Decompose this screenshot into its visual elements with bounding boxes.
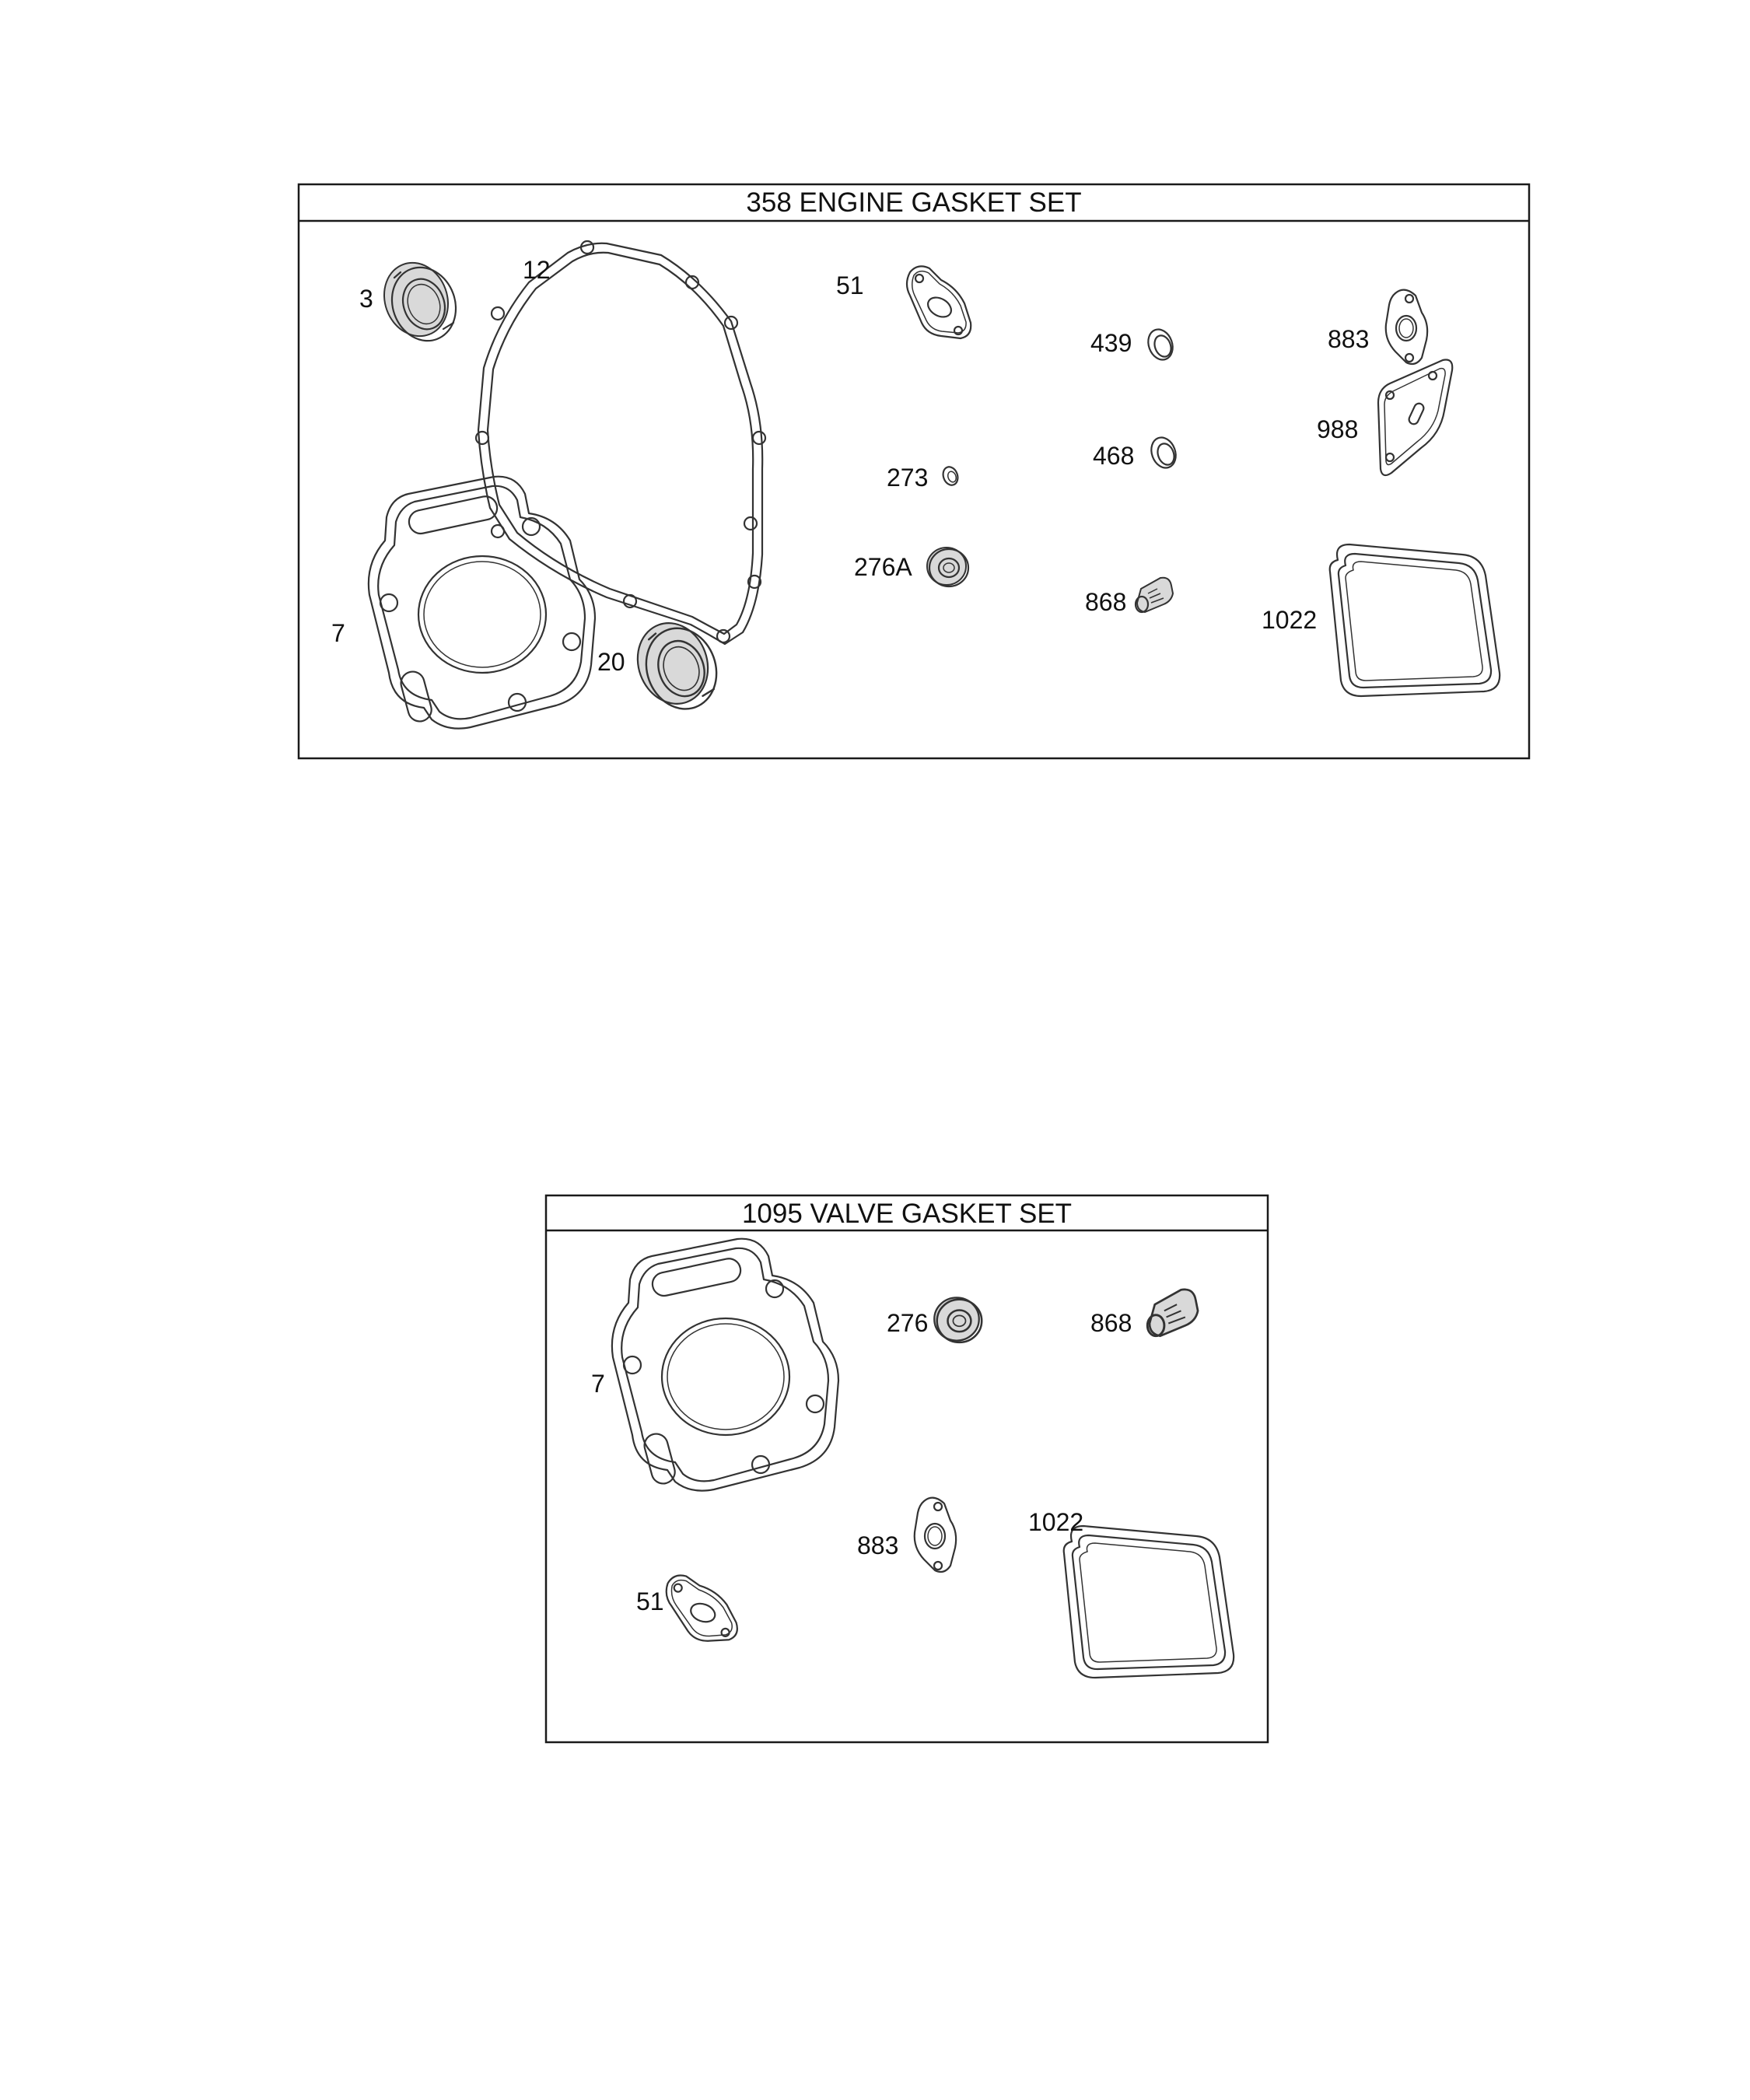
callout-868-valve: 868 (1090, 1309, 1132, 1337)
engine-gasket-set-title: 358 ENGINE GASKET SET (746, 187, 1081, 218)
callout-51: 51 (836, 271, 864, 299)
engine-gasket-set-frame (297, 183, 1531, 760)
valve-gasket-set-frame (544, 1194, 1269, 1744)
valve-gasket-set-title: 1095 VALVE GASKET SET (742, 1199, 1072, 1229)
stem-seal-276a-icon (926, 546, 970, 588)
callout-1022: 1022 (1262, 606, 1317, 634)
callout-868: 868 (1085, 588, 1126, 616)
callout-883-valve: 883 (857, 1531, 898, 1559)
valve-gasket-set-panel: 1095 VALVE GASKET SET 276 868 7 883 1022… (544, 1194, 1269, 1744)
callout-276: 276 (887, 1309, 928, 1337)
callout-7: 7 (331, 619, 345, 647)
callout-988: 988 (1317, 415, 1358, 443)
callout-276a: 276A (854, 553, 912, 581)
callout-51-valve: 51 (636, 1587, 664, 1615)
callout-273: 273 (887, 464, 928, 492)
callout-12: 12 (523, 256, 551, 284)
callout-1022-valve: 1022 (1028, 1508, 1083, 1536)
callout-468: 468 (1093, 442, 1134, 470)
callout-20: 20 (597, 648, 625, 676)
callout-3: 3 (359, 285, 373, 313)
callout-883: 883 (1328, 325, 1369, 353)
engine-gasket-set-panel: 358 ENGINE GASKET SET 3 12 51 439 883 98… (297, 183, 1531, 760)
callout-7-valve: 7 (591, 1370, 605, 1398)
callout-439: 439 (1090, 329, 1132, 357)
stem-seal-276-icon (933, 1297, 983, 1344)
